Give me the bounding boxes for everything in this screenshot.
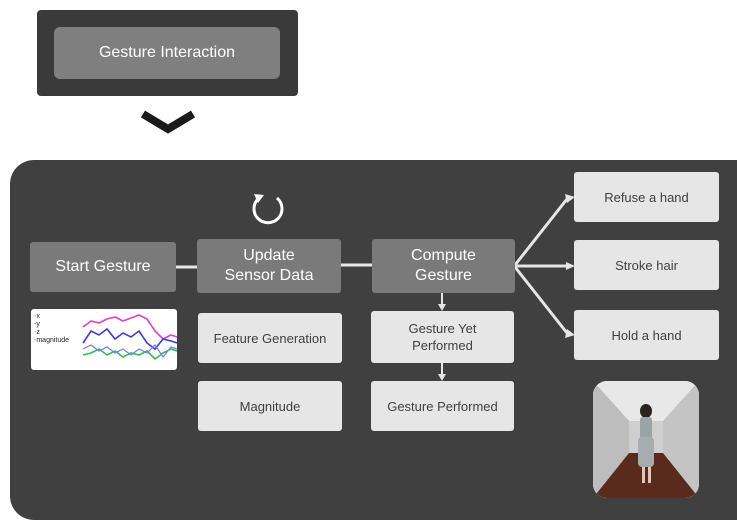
z-series-line xyxy=(82,348,177,361)
legend-y: -y xyxy=(34,321,40,328)
x-series-line xyxy=(82,314,177,340)
feature-generation-label: Feature Generation xyxy=(213,330,327,346)
magnitude-node[interactable]: Magnitude xyxy=(198,381,342,431)
legend-z: -z xyxy=(34,329,40,336)
refuse-a-hand-node[interactable]: Refuse a hand xyxy=(574,172,719,222)
magnitude-series-line xyxy=(82,344,177,359)
update-sensor-data-node[interactable]: Update Sensor Data xyxy=(197,239,341,293)
plot-legend: -x -y -z -magnitude xyxy=(34,313,69,345)
legend-magnitude: -magnitude xyxy=(34,337,70,344)
refuse-a-hand-label: Refuse a hand xyxy=(604,189,689,205)
compute-gesture-node[interactable]: Compute Gesture xyxy=(372,239,515,293)
sensor-data-plot: -x -y -z -magnitude xyxy=(31,309,177,370)
legend-x: -x xyxy=(34,313,40,320)
gesture-interaction-box[interactable]: Gesture Interaction xyxy=(54,27,280,79)
sensor-lines xyxy=(82,314,177,361)
hold-a-hand-node[interactable]: Hold a hand xyxy=(574,310,719,360)
person-in-corridor-photo xyxy=(593,381,699,498)
gesture-performed-label: Gesture Performed xyxy=(387,398,498,414)
gesture-performed-node[interactable]: Gesture Performed xyxy=(371,381,514,431)
stroke-hair-label: Stroke hair xyxy=(615,257,678,273)
gesture-yet-performed-label: Gesture Yet Performed xyxy=(408,321,477,353)
gesture-yet-performed-node[interactable]: Gesture Yet Performed xyxy=(371,311,514,363)
start-gesture-node[interactable]: Start Gesture xyxy=(30,242,176,292)
start-gesture-label: Start Gesture xyxy=(55,258,151,275)
gesture-interaction-panel: Gesture Interaction xyxy=(37,10,298,96)
compute-gesture-label: Compute Gesture xyxy=(411,247,476,284)
magnitude-label: Magnitude xyxy=(239,398,301,414)
stroke-hair-node[interactable]: Stroke hair xyxy=(574,240,719,290)
refresh-icon xyxy=(252,194,284,225)
hold-a-hand-label: Hold a hand xyxy=(611,327,682,343)
feature-generation-node[interactable]: Feature Generation xyxy=(198,313,342,363)
y-series-line xyxy=(82,327,177,351)
update-sensor-data-label: Update Sensor Data xyxy=(224,247,314,284)
chevron-down-icon xyxy=(140,110,196,134)
